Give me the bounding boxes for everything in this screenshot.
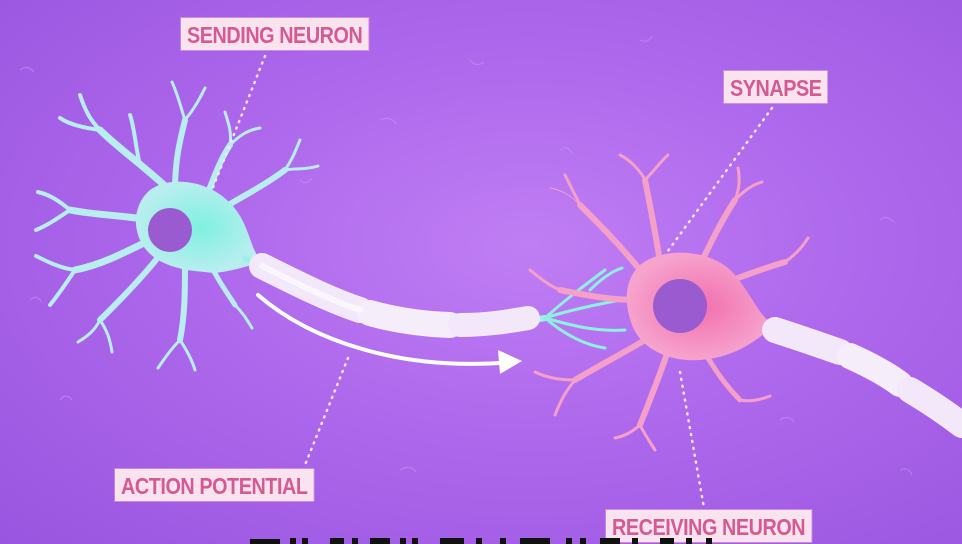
receiving-neuron-axon — [762, 317, 962, 438]
receiving-neuron-label: RECEIVING NEURON — [606, 510, 812, 542]
sending-neuron-label: SENDING NEURON — [181, 18, 369, 50]
receiving-neuron-nucleus — [653, 279, 707, 333]
leader-line-receiving — [678, 370, 706, 510]
sending-neuron-axon — [242, 253, 548, 338]
background-texture — [19, 35, 913, 476]
sending-neuron-soma — [135, 181, 262, 273]
action-potential-arrow — [256, 293, 522, 374]
leader-line-sending — [210, 54, 267, 192]
action-potential-label: ACTION POTENTIAL — [115, 469, 314, 501]
caption-strip-partial — [250, 538, 712, 544]
synapse-label: SYNAPSE — [724, 71, 828, 103]
leader-line-synapse — [663, 106, 774, 257]
leader-lines — [210, 54, 774, 510]
sending-neuron-nucleus — [148, 208, 192, 252]
sending-neuron-dendrites — [34, 80, 320, 372]
leader-line-action — [303, 356, 350, 467]
axon-terminals — [543, 266, 627, 350]
receiving-neuron-soma — [626, 252, 775, 361]
